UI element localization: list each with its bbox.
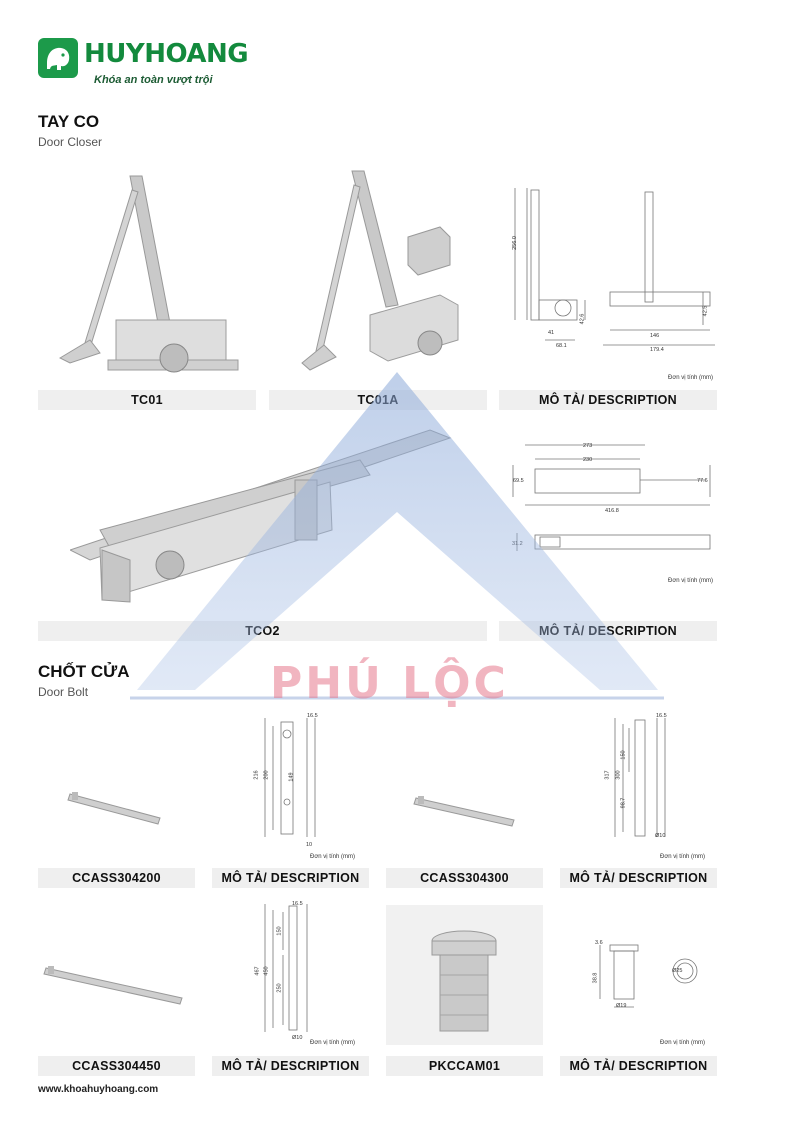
section-title-door-bolt: CHỐT CỬA	[38, 662, 130, 681]
ccass304200-technical-drawing	[264, 718, 316, 837]
description-label: MÔ TẢ/ DESCRIPTION	[499, 621, 717, 641]
dim-label: Ø25	[672, 968, 683, 974]
ccass304300-product-image	[413, 796, 515, 827]
dim-label: 16.5	[307, 713, 318, 719]
dim-label: 149	[288, 772, 295, 782]
section-subtitle-door-closer: Door Closer	[38, 135, 103, 149]
dim-label: 416.8	[605, 508, 619, 514]
product-label-tc02: TCO2	[38, 621, 487, 641]
dim-label: 41	[548, 330, 555, 336]
dim-label: 31.2	[512, 541, 523, 547]
dim-label: 77.6	[697, 478, 708, 484]
unit-label: Đơn vị tính (mm)	[668, 578, 713, 584]
dim-label: 68.1	[556, 343, 567, 349]
unit-label: Đơn vị tính (mm)	[668, 375, 713, 381]
dim-label: 16.5	[656, 713, 667, 719]
dim-label: 317	[604, 770, 611, 780]
dim-label: 200	[263, 770, 270, 780]
dim-label: 179.4	[650, 347, 664, 353]
dim-label: 98.7	[620, 797, 627, 809]
tc01a-product-image	[301, 170, 459, 371]
dim-label: 273	[583, 443, 593, 449]
dim-label: 42.6	[579, 313, 586, 325]
description-label: MÔ TẢ/ DESCRIPTION	[212, 1056, 369, 1076]
pkccam01-technical-drawing	[599, 944, 698, 1008]
dim-label: 250	[276, 983, 283, 993]
dim-label: 3.6	[595, 940, 603, 946]
ccass304200-product-image	[67, 792, 161, 825]
dim-label: 16.5	[292, 901, 303, 907]
ccass304450-technical-drawing	[264, 904, 308, 1032]
ccass304450-product-image	[43, 966, 183, 1005]
product-label-ccass304450: CCASS304450	[38, 1056, 195, 1076]
product-label-ccass304300: CCASS304300	[386, 868, 543, 888]
dim-label: 42.5	[702, 305, 709, 317]
section-subtitle-door-bolt: Door Bolt	[38, 685, 89, 699]
dim-label: 450	[263, 966, 270, 976]
dim-label: Ø19	[616, 1003, 627, 1009]
tc02-technical-drawing	[512, 444, 711, 551]
section-title-door-closer: TAY CO	[38, 112, 100, 131]
tc01-technical-drawing	[514, 188, 715, 346]
tc02-product-image	[70, 429, 452, 603]
dim-label: 146	[650, 333, 660, 339]
product-label-ccass304200: CCASS304200	[38, 868, 195, 888]
description-label: MÔ TẢ/ DESCRIPTION	[560, 868, 717, 888]
description-label: MÔ TẢ/ DESCRIPTION	[560, 1056, 717, 1076]
dim-label: 300	[615, 770, 622, 780]
dim-label: 256.0	[511, 236, 518, 250]
unit-label: Đơn vị tính (mm)	[310, 1040, 355, 1046]
tc01-product-image	[58, 175, 239, 373]
unit-label: Đơn vị tính (mm)	[660, 1040, 705, 1046]
description-label: MÔ TẢ/ DESCRIPTION	[499, 390, 717, 410]
product-label-tc01: TC01	[38, 390, 256, 410]
product-label-tc01a: TC01A	[269, 390, 487, 410]
pkccam01-product-image	[386, 905, 543, 1045]
brand-name: HUYHOANG	[84, 39, 249, 69]
footer-website: www.khoahuyhoang.com	[38, 1084, 159, 1095]
dim-label: 69.5	[513, 478, 524, 484]
dim-label: 10	[306, 842, 313, 848]
description-label: MÔ TẢ/ DESCRIPTION	[212, 868, 369, 888]
unit-label: Đơn vị tính (mm)	[660, 854, 705, 860]
dim-label: Ø10	[655, 833, 666, 839]
ccass304300-technical-drawing	[614, 718, 666, 837]
elephant-logo-icon	[38, 38, 78, 78]
dim-label: 150	[620, 750, 627, 760]
dim-label: 216	[253, 770, 260, 780]
watermark-text: PHÚ LỘC	[270, 658, 509, 709]
brand-logo: HUYHOANG Khóa an toàn vượt trội	[38, 38, 249, 86]
dim-label: 38.8	[592, 972, 599, 984]
dim-label: 150	[276, 926, 283, 936]
dim-label: 230	[583, 457, 593, 463]
dim-label: 467	[254, 966, 261, 976]
product-label-pkccam01: PKCCAM01	[386, 1056, 543, 1076]
brand-slogan: Khóa an toàn vượt trội	[94, 74, 213, 86]
unit-label: Đơn vị tính (mm)	[310, 854, 355, 860]
dim-label: Ø10	[292, 1035, 303, 1041]
